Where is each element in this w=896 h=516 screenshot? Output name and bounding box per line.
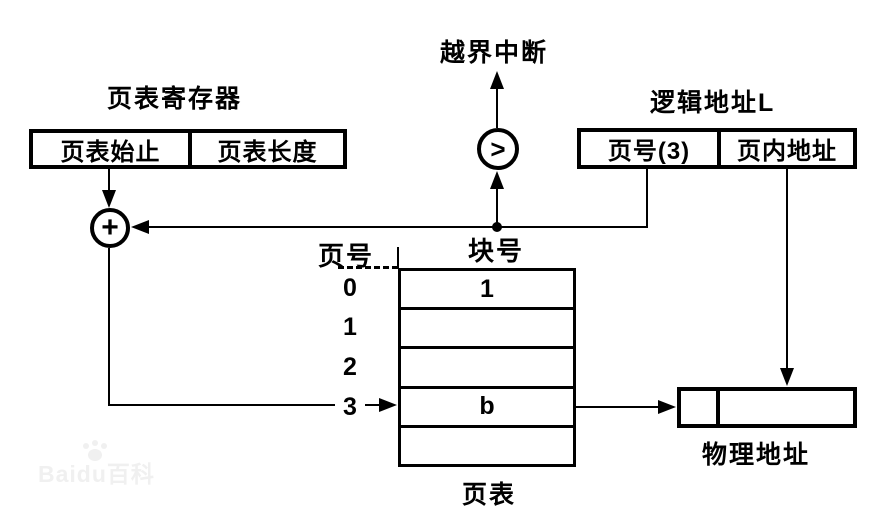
arrowhead-into-physical-top-icon — [780, 368, 794, 386]
arrowhead-into-row3-icon — [379, 398, 397, 412]
page-table-row — [401, 428, 573, 464]
logical-address-box: 页号(3) 页内地址 — [577, 128, 857, 169]
boundary-interrupt-label: 越界中断 — [440, 39, 549, 67]
page-table: 1 b — [398, 268, 576, 467]
comparator-circle: > — [477, 128, 519, 170]
row-index-0: 0 — [343, 274, 357, 302]
arrowhead-to-interrupt-icon — [490, 71, 504, 89]
junction-dot — [492, 222, 502, 232]
page-number-cell: 页号(3) — [581, 132, 721, 165]
arrowhead-into-physical-left-icon — [658, 400, 676, 414]
page-table-row — [401, 349, 573, 389]
arrowhead-into-adder-icon — [102, 190, 116, 208]
line-pageno-drop — [646, 168, 648, 228]
line-pageno-to-adder — [146, 226, 648, 228]
line-register-to-adder — [108, 168, 110, 194]
page-table-start-cell: 页表始止 — [33, 133, 192, 166]
dashed-leader-line — [338, 266, 398, 269]
physical-address-label: 物理地址 — [702, 441, 811, 469]
page-table-row: 1 — [401, 271, 573, 311]
page-table-length-cell: 页表长度 — [217, 138, 318, 166]
page-table-row — [401, 310, 573, 350]
line-comparator-to-interrupt — [496, 86, 498, 128]
row-index-1: 1 — [343, 313, 357, 341]
watermark: Baidu百科 — [38, 461, 155, 487]
line-row3-to-physical — [576, 406, 660, 408]
block-number-header: 块号 — [468, 236, 525, 266]
line-junction-to-comparator — [496, 186, 498, 226]
page-number-header: 页号 — [318, 241, 375, 271]
page-table-row: b — [401, 389, 573, 428]
page-table-caption: 页表 — [462, 481, 517, 509]
row-index-3: 3 — [335, 392, 365, 422]
arrowhead-left-into-adder-icon — [131, 220, 149, 234]
logical-address-title: 逻辑地址L — [650, 89, 776, 117]
page-offset-cell: 页内地址 — [737, 138, 837, 165]
line-adder-down — [108, 248, 110, 406]
physical-address-box — [677, 387, 857, 428]
baidu-paw-icon — [78, 440, 112, 469]
page-table-register-box: 页表始止 页表长度 — [29, 129, 347, 169]
line-offset-to-physical — [786, 168, 788, 370]
row-index-2: 2 — [343, 353, 357, 381]
adder-circle: + — [90, 208, 130, 248]
arrowhead-into-comparator-icon — [490, 171, 504, 189]
physical-block-cell — [681, 391, 720, 424]
page-table-register-title: 页表寄存器 — [107, 85, 243, 113]
header-divider-tick — [397, 247, 399, 268]
line-to-table-row3 — [108, 404, 382, 406]
physical-offset-cell — [720, 391, 853, 424]
